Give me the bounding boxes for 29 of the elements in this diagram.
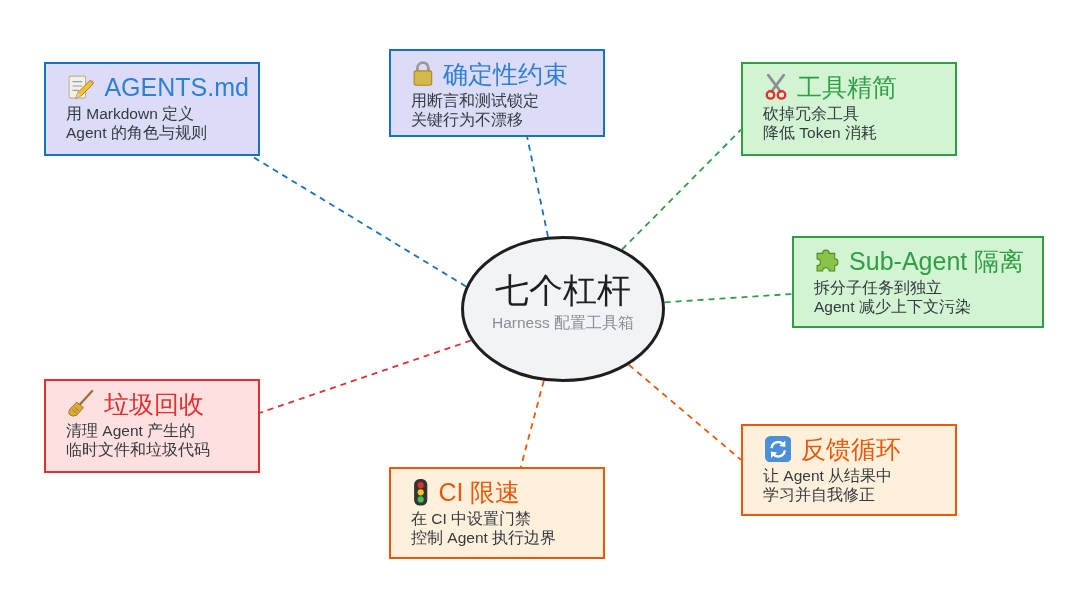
dashed-connector [519,379,545,468]
card-title: AGENTS.md [104,72,249,102]
dashed-connector [621,128,742,251]
center-title: 七个杠杆 [495,270,631,310]
dashed-connector [627,363,742,461]
card-title: 反馈循环 [801,434,902,464]
center-subtitle: Harness 配置工具箱 [492,313,634,333]
info-card [741,62,957,156]
card-title: CI 限速 [438,477,521,507]
info-card [389,467,605,559]
card-description: 让 Agent 从结果中学习并自我修正 [763,466,893,504]
card-title: 工具精简 [797,72,897,102]
card-description: 清理 Agent 产生的临时文件和垃圾代码 [66,421,210,459]
dashed-connector [526,136,549,238]
card-title: Sub-Agent 隔离 [849,246,1025,276]
card-description: 用 Markdown 定义 Agent 的角色与规则 [66,104,207,142]
info-card [44,62,260,156]
info-card [741,424,957,516]
info-card [389,49,605,137]
card-title: 确定性约束 [442,59,568,89]
card-description: 砍掉冗余工具降低 Token 消耗 [763,104,877,142]
card-description: 在 CI 中设置门禁控制 Agent 执行边界 [411,509,557,547]
dashed-connector [259,339,472,414]
card-description: 用断言和测试锁定关键行为不漂移 [411,91,539,129]
dashed-connector [663,293,793,304]
info-card [792,236,1044,328]
card-title: 垃圾回收 [104,389,205,419]
card-description: 拆分子任务到独立 Agent 减少上下文污染 [814,278,971,316]
info-card [44,379,260,473]
